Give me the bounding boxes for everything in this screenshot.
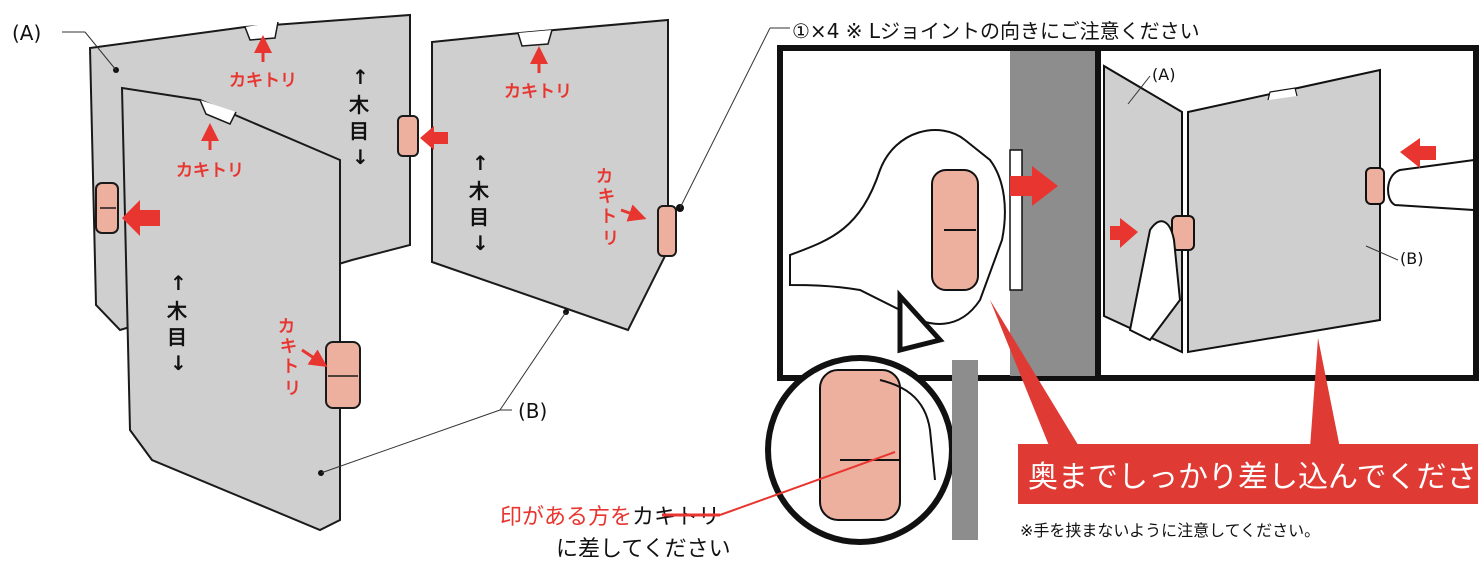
notch: [244, 21, 279, 41]
svg-text:↓: ↓: [170, 351, 187, 375]
kakitori-label: カキトリ: [176, 161, 244, 181]
joint-left: [95, 182, 119, 234]
svg-text:リ: リ: [284, 379, 301, 399]
leader-line: [499, 311, 567, 411]
right-instruction: ①×4 ※ Lジョイントの向きにご注意ください (A) (B): [765, 19, 1481, 545]
leader-line: [320, 409, 501, 474]
leader-line: [679, 27, 771, 209]
note-line2: に差してください: [556, 537, 731, 562]
svg-text:キ: キ: [598, 187, 615, 207]
caution-text: ※手を挟まないように注意してください。: [1020, 521, 1320, 540]
push-arrow: [1010, 166, 1058, 206]
svg-text:ト: ト: [600, 207, 617, 227]
closeup-right: (A) (B): [1103, 64, 1475, 354]
label-b: (B): [518, 399, 547, 423]
svg-text:リ: リ: [602, 229, 619, 249]
grain-label: ↑ 木 目 ↓: [468, 151, 490, 255]
push-arrow: [1110, 218, 1138, 248]
svg-text:目: 目: [469, 205, 489, 229]
instruction-header: ①×4 ※ Lジョイントの向きにご注意ください: [792, 19, 1200, 43]
pointer-arrow: [620, 204, 647, 222]
kakitori-vertical-right: カ キ ト リ: [596, 167, 619, 249]
svg-text:ト: ト: [282, 357, 299, 377]
svg-text:木: 木: [468, 179, 490, 203]
svg-text:カ: カ: [596, 167, 613, 187]
kakitori-label: カキトリ: [229, 71, 297, 91]
magnifier: [765, 289, 978, 545]
kakitori-label: カキトリ: [504, 82, 572, 102]
left-assembly: (A) (B) カキトリ カキトリ カキトリ カ キ ト リ カ キ ト リ ↑…: [12, 13, 790, 532]
note-line1: 印がある方をカキトリ: [500, 505, 720, 530]
svg-text:↑: ↑: [472, 151, 489, 175]
joint-side: [657, 204, 684, 257]
panel-b-small: [1187, 68, 1381, 354]
grain-label: ↑ 木 目 ↓: [166, 271, 188, 375]
banner-text: 奥までしっかり差し込んでください: [1028, 460, 1481, 495]
push-arrow: [1400, 138, 1436, 168]
joint-right: [1365, 167, 1385, 205]
grain-label: ↑ 木 目 ↓: [348, 65, 370, 169]
banner: [1018, 444, 1478, 504]
push-arrow: [122, 200, 160, 236]
notch: [199, 99, 237, 125]
joint-top: [397, 115, 419, 157]
label-b-small: (B): [1400, 249, 1423, 268]
joint-front: [325, 341, 361, 409]
pointer-arrow: [301, 348, 328, 367]
label-a: (A): [12, 21, 41, 45]
svg-text:カ: カ: [278, 317, 295, 337]
svg-text:目: 目: [167, 325, 187, 349]
hand: [1128, 220, 1182, 342]
closeup-left: [789, 51, 1095, 376]
svg-text:↓: ↓: [472, 231, 489, 255]
svg-text:キ: キ: [280, 337, 297, 357]
svg-text:木: 木: [166, 299, 188, 323]
svg-text:↑: ↑: [352, 65, 369, 89]
svg-text:木: 木: [348, 93, 370, 117]
note-leader: [719, 451, 896, 516]
notch: [517, 29, 553, 47]
hand: [1387, 158, 1475, 212]
banner-pointer: [990, 300, 1080, 448]
panel-b-front: [120, 86, 341, 532]
svg-text:↑: ↑: [170, 271, 187, 295]
leader-line: [84, 31, 117, 71]
panel-right: [431, 18, 669, 332]
svg-text:↓: ↓: [352, 145, 369, 169]
push-arrow: [420, 126, 448, 150]
svg-text:目: 目: [349, 119, 369, 143]
label-a-small: (A): [1152, 65, 1175, 84]
kakitori-vertical-front: カ キ ト リ: [278, 317, 301, 399]
insertion-note: 印がある方をカキトリ に差してください: [500, 451, 896, 562]
banner-pointer: [1310, 338, 1340, 448]
